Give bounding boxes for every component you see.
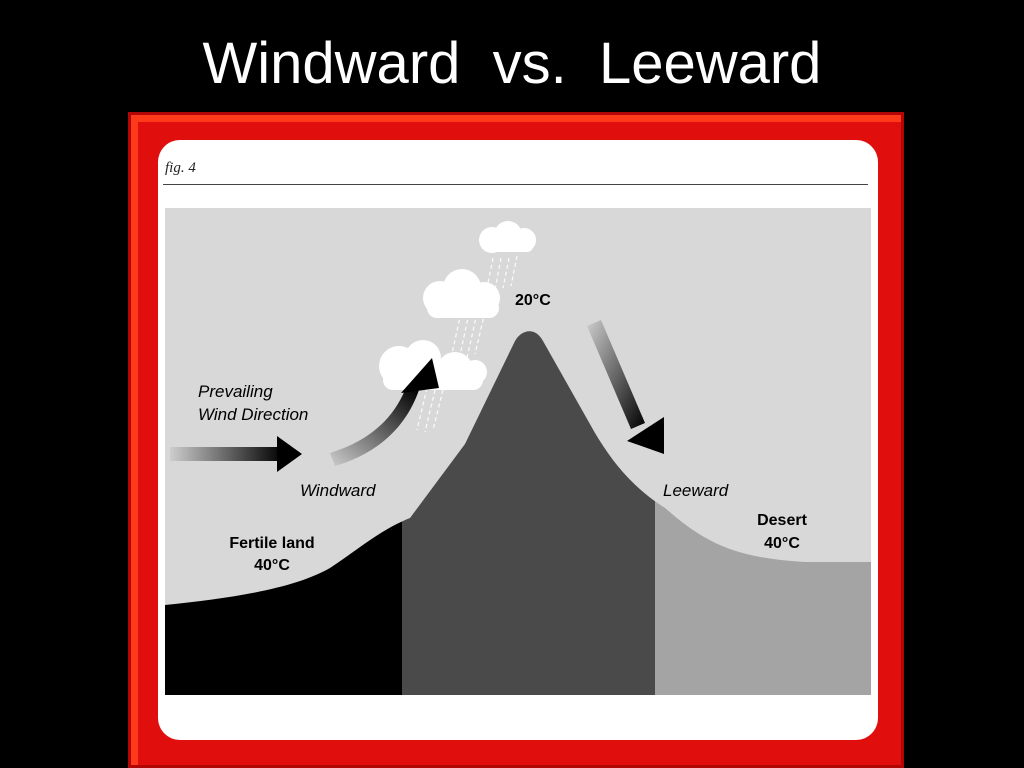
cloud-icon xyxy=(379,340,487,390)
fertile-land-terrain xyxy=(165,521,402,695)
leeward-label: Leeward xyxy=(663,481,729,500)
prevailing-wind-label: Prevailing Wind Direction xyxy=(198,380,308,426)
cloud-icon xyxy=(479,221,536,253)
fertile-land-label: Fertile land 40°C xyxy=(214,533,330,577)
mountain-terrain xyxy=(402,331,655,695)
desert-name: Desert xyxy=(757,512,807,529)
figure-label: fig. 4 xyxy=(165,160,196,176)
descending-wind-arrow-icon xyxy=(587,320,664,454)
terrain xyxy=(165,331,871,695)
summit-temperature: 20°C xyxy=(515,292,551,309)
prevailing-wind-line-2: Wind Direction xyxy=(198,405,309,424)
fertile-land-temperature: 40°C xyxy=(254,557,290,574)
desert-temperature: 40°C xyxy=(764,535,800,552)
rising-wind-arrow-icon xyxy=(330,358,439,466)
figure-rule xyxy=(163,184,868,185)
cloud-icon xyxy=(423,269,500,318)
windward-label: Windward xyxy=(300,481,376,500)
prevailing-wind-arrow-icon xyxy=(170,436,302,472)
desert-label: Desert 40°C xyxy=(742,509,822,555)
desert-terrain xyxy=(655,501,871,695)
windward-leeward-diagram xyxy=(165,208,871,695)
rain-streaks xyxy=(416,255,518,433)
fertile-land-name: Fertile land xyxy=(229,535,315,552)
slide-title: Windward vs. Leeward xyxy=(202,31,822,96)
prevailing-wind-line-1: Prevailing xyxy=(198,382,273,401)
